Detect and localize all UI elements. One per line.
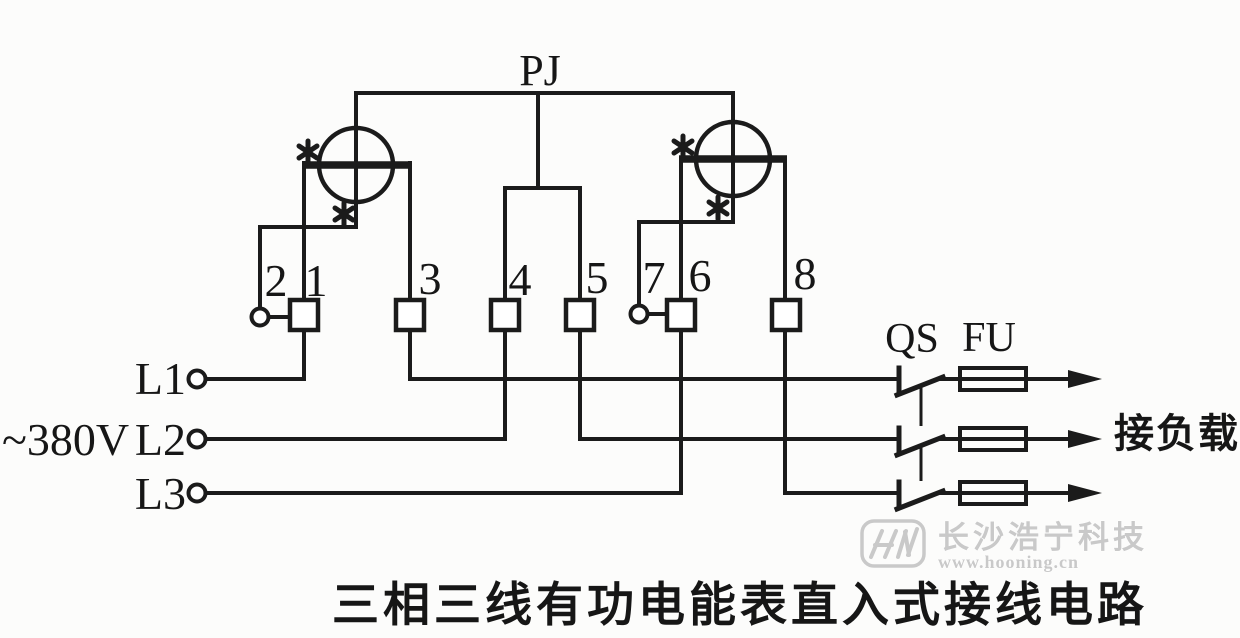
watermark-logo-icon <box>860 519 926 568</box>
terminal-box-3 <box>393 297 427 333</box>
meter-label: PJ <box>519 46 561 95</box>
terminal-label-5: 5 <box>586 252 609 303</box>
meter-element-right <box>679 119 787 199</box>
fuse-symbol-3 <box>958 480 1028 506</box>
meter-element-left <box>302 125 412 205</box>
output-lines <box>938 366 1102 506</box>
watermark-website: www.hooning.cn <box>938 552 1079 572</box>
qs-pole-1 <box>893 365 947 399</box>
terminal-blocks <box>287 297 803 333</box>
switch-blade <box>893 487 947 513</box>
fuse-symbol-2 <box>958 426 1028 452</box>
qs-pole-3 <box>893 479 947 513</box>
terminal-label-4: 4 <box>509 254 532 305</box>
terminal2-stud-icon <box>249 306 271 328</box>
terminal7-stud-icon <box>628 303 650 325</box>
polarity-marks <box>296 133 730 228</box>
arrow-right-icon <box>1068 370 1102 388</box>
terminal-box-5 <box>563 297 597 333</box>
fuse-symbol-1 <box>958 366 1028 392</box>
terminal-box-1 <box>287 297 321 333</box>
supply-terminals <box>186 303 650 504</box>
wire-layer <box>204 91 899 495</box>
l3-terminal-icon <box>186 482 208 504</box>
arrow-right-icon <box>1068 484 1102 502</box>
terminal-label-3: 3 <box>419 253 442 304</box>
watermark-logo-glyph <box>869 527 919 559</box>
terminal-label-8: 8 <box>794 248 817 299</box>
phase-label-l1: L1 <box>135 353 186 404</box>
phase-label-l2: L2 <box>135 414 186 465</box>
arrow-right-icon <box>1068 430 1102 448</box>
watermark-company: 长沙浩宁科技 <box>938 520 1148 555</box>
terminal-label-6: 6 <box>689 250 712 301</box>
terminal-box-6 <box>664 297 698 333</box>
terminal-box-4 <box>488 297 522 333</box>
asterisk-icon <box>671 133 695 161</box>
qs-switch <box>893 365 947 513</box>
l2-terminal-icon <box>186 428 208 450</box>
watermark: 长沙浩宁科技 www.hooning.cn <box>860 519 1148 572</box>
switch-blade <box>893 433 947 459</box>
switch-label: QS <box>885 316 939 362</box>
asterisk-icon <box>332 200 356 228</box>
asterisk-icon <box>706 194 730 222</box>
switch-blade <box>893 373 947 399</box>
load-label: 接负载 <box>1114 411 1240 456</box>
l1-terminal-icon <box>186 368 208 390</box>
supply-voltage-label: ~380V <box>2 414 129 465</box>
terminal-label-1: 1 <box>305 255 328 306</box>
fuse-label: FU <box>962 315 1016 361</box>
terminal-box-8 <box>769 297 803 333</box>
qs-pole-2 <box>893 425 947 459</box>
terminal-label-7: 7 <box>643 252 666 303</box>
asterisk-icon <box>296 138 320 166</box>
phase-label-l3: L3 <box>135 468 186 519</box>
diagram-caption: 三相三线有功电能表直入式接线电路 <box>332 580 1148 632</box>
terminal-label-2: 2 <box>265 255 288 306</box>
